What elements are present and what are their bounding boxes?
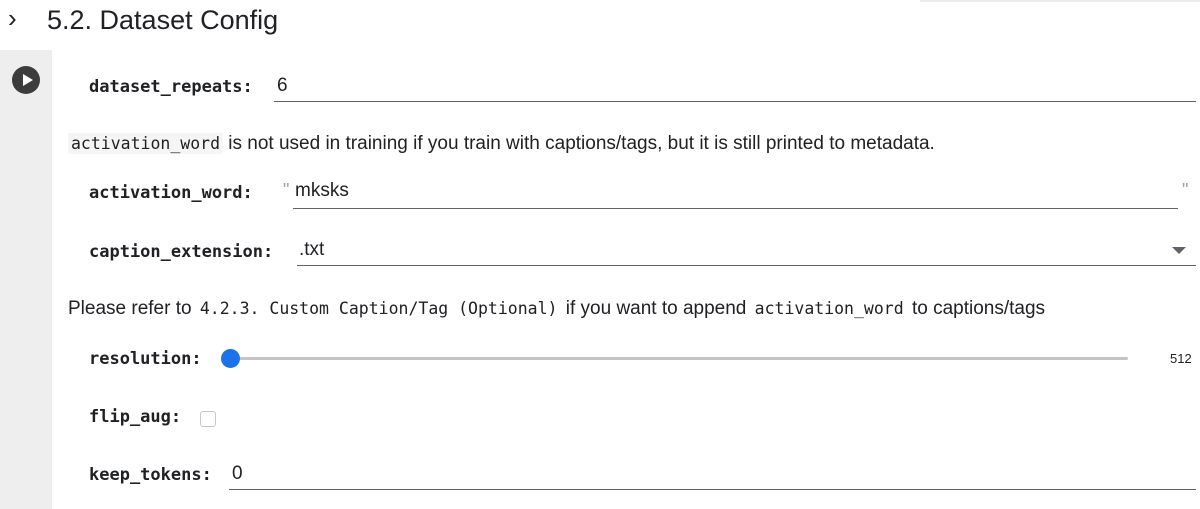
custom-caption-reference: 4.2.3. Custom Caption/Tag (Optional) bbox=[199, 299, 558, 318]
play-icon bbox=[23, 74, 33, 86]
activation-word-value: mksks bbox=[295, 180, 349, 201]
dataset-repeats-label: dataset_repeats: bbox=[89, 77, 253, 97]
close-quote: " bbox=[1182, 180, 1189, 200]
resolution-slider-thumb[interactable] bbox=[221, 349, 240, 368]
flip-aug-label: flip_aug: bbox=[89, 407, 182, 427]
activation-word-code-2: activation_word bbox=[754, 299, 904, 318]
resolution-label: resolution: bbox=[89, 349, 202, 369]
collapse-chevron-icon[interactable]: › bbox=[8, 3, 17, 33]
caption-extension-label: caption_extension: bbox=[89, 242, 274, 262]
keep-tokens-value: 0 bbox=[232, 463, 243, 484]
flip-aug-checkbox[interactable] bbox=[200, 411, 216, 427]
resolution-slider-track[interactable] bbox=[232, 357, 1128, 360]
dropdown-arrow-icon bbox=[1172, 247, 1186, 254]
note-prefix: Please refer to bbox=[68, 298, 197, 319]
caption-extension-select[interactable]: .txt bbox=[297, 237, 1196, 266]
run-cell-button[interactable] bbox=[12, 66, 40, 94]
keep-tokens-input[interactable]: 0 bbox=[229, 461, 1196, 490]
note-suffix: to captions/tags bbox=[906, 298, 1046, 319]
custom-caption-note: Please refer to 4.2.3. Custom Caption/Ta… bbox=[68, 296, 1045, 322]
dataset-repeats-value: 6 bbox=[277, 75, 288, 96]
open-quote: " bbox=[283, 180, 290, 200]
caption-extension-value: .txt bbox=[299, 239, 325, 260]
activation-word-note: activation_word is not used in training … bbox=[68, 131, 935, 157]
resolution-value: 512 bbox=[1170, 351, 1192, 366]
keep-tokens-label: keep_tokens: bbox=[89, 465, 212, 485]
activation-word-code: activation_word bbox=[68, 133, 224, 154]
note-middle: if you want to append bbox=[560, 298, 752, 319]
section-title: 5.2. Dataset Config bbox=[47, 5, 279, 35]
cell-gutter bbox=[0, 50, 52, 509]
top-edge-divider bbox=[920, 0, 1200, 2]
activation-word-note-text: is not used in training if you train wit… bbox=[223, 133, 935, 154]
activation-word-input[interactable]: mksks bbox=[293, 178, 1178, 209]
dataset-repeats-input[interactable]: 6 bbox=[274, 73, 1196, 102]
activation-word-label: activation_word: bbox=[89, 183, 253, 203]
